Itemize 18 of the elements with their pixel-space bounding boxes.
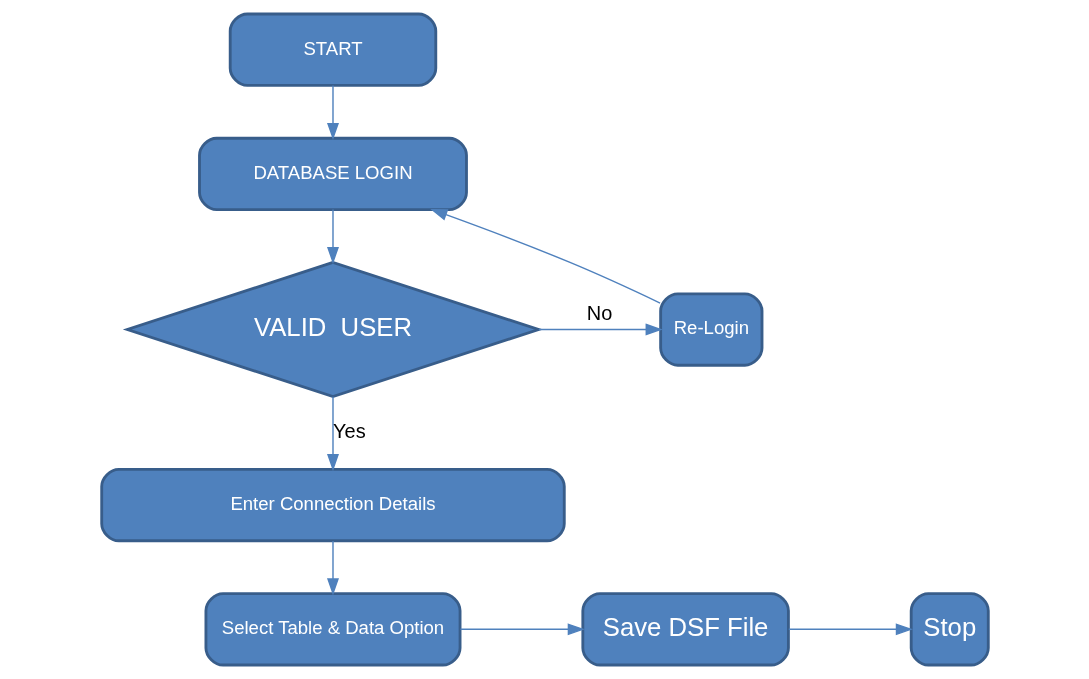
arrow	[537, 323, 663, 336]
edge-label: Yes	[332, 420, 366, 443]
edge-label: No	[586, 301, 612, 324]
node-box: Select Table & Data Option	[204, 592, 461, 667]
node-box: Stop	[909, 592, 990, 667]
arrow	[326, 208, 339, 265]
arrow	[326, 84, 339, 141]
node-diamond: VALID USER	[122, 260, 543, 399]
arrow	[429, 209, 661, 304]
node-box: START	[228, 12, 437, 87]
node-box: DATABASE LOGIN	[197, 136, 468, 211]
node-box: Re-Login	[658, 292, 763, 367]
node-box: Enter Connection Details	[99, 468, 566, 543]
node-box: Save DSF File	[580, 592, 790, 667]
arrow	[326, 396, 339, 472]
arrow	[326, 540, 339, 596]
arrow	[459, 623, 585, 636]
arrow	[787, 623, 913, 636]
